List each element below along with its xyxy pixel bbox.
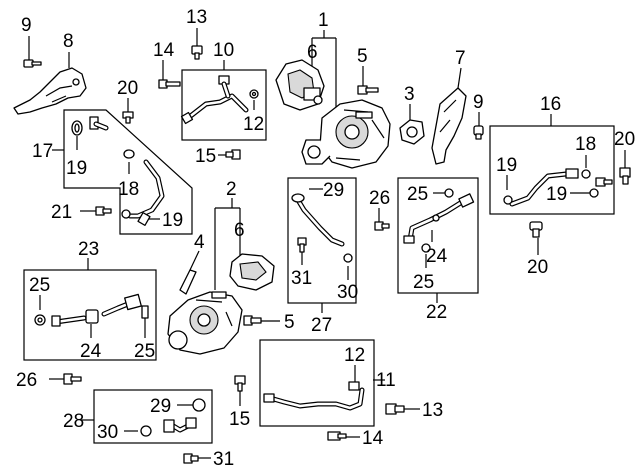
callout-16: 16 [540,94,561,115]
callout-8: 8 [63,31,74,52]
callout-12: 12 [344,345,365,366]
callout-7: 7 [455,48,466,69]
callout-28: 28 [63,411,84,432]
callout-14: 14 [362,428,384,449]
turbocharger-2 [167,291,243,355]
callout-25: 25 [407,184,428,205]
group-box-17 [63,109,193,235]
callout-26: 26 [16,370,37,391]
callout-26: 26 [369,188,390,209]
group-box-28 [93,389,213,444]
callout-11: 11 [376,370,396,391]
callout-19: 19 [496,155,517,176]
callout-9: 9 [473,92,484,113]
callout-21: 21 [51,202,72,223]
callout-17: 17 [32,141,53,162]
callout-labels: 9 8 13 14 10 1 6 5 7 20 12 3 9 16 17 19 … [16,7,635,470]
bolt-26-lower [63,373,82,385]
bolt-9-left [23,59,42,68]
callout-31: 31 [213,449,234,470]
callout-29: 29 [323,180,344,201]
callout-23: 23 [78,239,99,260]
callout-18: 18 [118,179,139,200]
oil-line-23 [34,293,149,327]
bolt-9-right [473,125,484,140]
fitting-28 [140,398,206,437]
turbocharger-1 [301,99,391,169]
bolt-20-c [619,167,631,185]
oil-line-16 [503,168,599,207]
bolt-31-lower [183,453,199,464]
callout-19: 19 [162,210,183,231]
callout-24: 24 [80,341,102,362]
heat-shield-8 [13,67,87,115]
oil-line-22 [403,188,475,253]
callout-25: 25 [134,341,155,362]
stud-14-top [158,79,181,89]
callout-29: 29 [150,396,171,417]
callout-6: 6 [234,220,245,241]
oil-tube-10 [180,75,259,125]
callout-1: 1 [318,10,329,31]
callout-20: 20 [614,129,635,150]
callout-14: 14 [153,40,175,61]
callout-6: 6 [307,42,318,63]
gasket-4 [179,269,197,295]
bolt-15-lower [234,375,246,392]
flange-3 [399,119,425,145]
callout-15: 15 [229,409,250,430]
group-box-11 [259,339,375,427]
callout-4: 4 [194,232,205,253]
callout-13: 13 [186,7,207,28]
heat-shield-7 [431,87,467,165]
bolt-13-top [191,45,203,60]
callout-25: 25 [29,275,50,296]
bolt-13-lower [385,403,405,415]
callout-27: 27 [311,315,332,336]
bolt-21 [95,206,112,216]
leader-lines [28,28,626,459]
group-box-22 [397,177,479,294]
bolt-5-top [357,85,379,95]
callout-3: 3 [404,84,415,105]
callout-18: 18 [575,134,596,155]
group-box-16 [489,125,615,215]
bolt-20-a [122,111,134,124]
callout-30: 30 [337,282,358,303]
bolt-20-b [595,177,613,187]
callout-20: 20 [527,257,548,278]
actuator-6-top [275,59,325,111]
oil-line-27 [291,193,353,263]
callout-13: 13 [422,400,443,421]
callout-12: 12 [243,114,264,135]
bolt-5-lower [243,315,262,326]
actuator-6-lower [229,253,275,291]
stud-14-lower [327,431,347,441]
oil-line-17 [71,116,165,226]
callout-20: 20 [117,78,138,99]
callout-9: 9 [21,15,32,36]
callout-5: 5 [357,46,368,67]
bolt-26-top [374,221,390,231]
callout-19: 19 [546,184,567,205]
callout-30: 30 [97,422,118,443]
callout-19: 19 [66,158,87,179]
callout-10: 10 [213,40,234,61]
bolt-15-top [225,149,241,160]
callout-15: 15 [195,146,216,167]
callout-25: 25 [413,272,434,293]
oil-line-11 [263,381,365,411]
callout-22: 22 [426,302,447,323]
callout-31: 31 [291,268,312,289]
bolt-20-d [529,221,543,238]
callout-5: 5 [284,312,295,333]
callout-2: 2 [226,179,237,200]
group-box-23 [23,269,157,361]
callout-24: 24 [426,246,448,267]
